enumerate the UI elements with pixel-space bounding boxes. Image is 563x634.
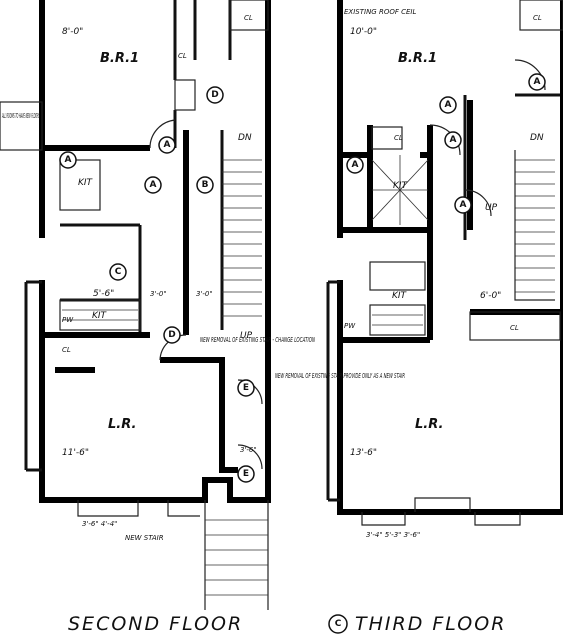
dim-third-br1: 10'-0" xyxy=(350,27,377,37)
third-floor-outer-wall xyxy=(337,0,563,515)
second-kit-label: KIT xyxy=(78,178,94,188)
dim-second-hall-a: 3'-0" xyxy=(150,290,167,298)
dim-second-front: 3'-6" 4'-4" xyxy=(82,520,117,528)
third-bath-walls xyxy=(340,125,433,260)
second-lr-label: L.R. xyxy=(108,417,136,432)
third-pw-label: PW xyxy=(344,322,356,330)
third-bath-label: KIT xyxy=(393,181,409,191)
third-floor-plan xyxy=(326,0,563,526)
third-stair-outline xyxy=(514,150,555,301)
second-dn-label: DN xyxy=(238,133,252,143)
second-floor-bay xyxy=(77,500,200,517)
third-floor-title: THIRD FLOOR xyxy=(355,613,506,634)
lr-top-wall xyxy=(55,357,238,473)
dim-third-front: 3'-4" 5'-3" 3'-6" xyxy=(366,531,420,539)
third-up-label: UP xyxy=(485,203,498,213)
second-floor-closet xyxy=(174,79,196,111)
marker-label: B xyxy=(202,180,209,190)
second-cl-label: CL xyxy=(244,14,253,22)
marker-label: E xyxy=(243,383,249,393)
third-floor-kitchen-fixtures xyxy=(369,261,426,336)
second-floor-markers: A A A B C D D E E xyxy=(59,86,255,483)
second-floor-left-jamb xyxy=(24,280,42,472)
second-floor-kitchen-fixtures xyxy=(59,159,141,331)
second-floor-stair-treads xyxy=(222,159,262,317)
third-hall-wall xyxy=(463,93,560,240)
marker-label: E xyxy=(243,469,249,479)
door-swing xyxy=(464,189,492,217)
door-swing xyxy=(149,119,176,149)
marker-label: A xyxy=(150,180,157,190)
marker-label: A xyxy=(460,200,467,210)
third-cl-label-3: CL xyxy=(510,324,519,332)
third-floor-markers: A A A A A xyxy=(346,73,546,214)
second-floor-title: SECOND FLOOR xyxy=(68,613,243,634)
note-left: ALL ROOMS TO HAVE NEW FLOORS xyxy=(2,112,40,120)
third-br1-label: B.R.1 xyxy=(398,51,437,66)
dim-third-lr: 13'-6" xyxy=(350,448,377,458)
marker-label: D xyxy=(211,90,218,100)
third-bath-tub xyxy=(371,126,403,150)
third-cl-label: CL xyxy=(533,14,542,22)
second-up-label: UP xyxy=(240,331,253,341)
second-floor-closet-2 xyxy=(229,0,269,31)
second-cl-label-2: CL xyxy=(178,52,187,60)
marker-label: A xyxy=(534,77,541,87)
marker-label: A xyxy=(65,155,72,165)
dim-second-br1: 8'-0" xyxy=(62,27,83,37)
note-new-stair: NEW STAIR xyxy=(125,534,164,542)
marker-label: C xyxy=(115,267,122,277)
dim-second-lr: 11'-6" xyxy=(62,448,89,458)
third-cl-label-2: CL xyxy=(394,134,403,142)
third-kitchen-wall xyxy=(340,260,433,343)
note-stair-2: NEW REMOVAL OF EXISTING STAIR PROVIDE ON… xyxy=(275,372,405,380)
second-pw-label: PW xyxy=(62,316,74,324)
second-kit-label-2: KIT xyxy=(92,311,108,321)
second-cl-label-3: CL xyxy=(62,346,71,354)
second-floor-plan xyxy=(0,0,271,610)
dim-second-hall-b: 3'-0" xyxy=(196,290,213,298)
marker-label: A xyxy=(450,135,457,145)
third-floor-stair-treads xyxy=(515,159,555,293)
second-floor-outer-wall xyxy=(39,0,271,503)
third-kit-label: KIT xyxy=(392,291,408,301)
dim-second-bay: 3'-6" xyxy=(240,446,257,454)
second-br1-label: B.R.1 xyxy=(100,51,139,66)
third-floor-front-bay xyxy=(361,497,521,526)
note-third-top: EXISTING ROOF CEIL xyxy=(344,8,416,16)
marker-label: A xyxy=(164,140,171,150)
marker-label: D xyxy=(168,330,175,340)
note-stair: NEW REMOVAL OF EXISTING STAIR - CHANGE L… xyxy=(200,336,315,344)
dim-second-kit: 5'-6" xyxy=(93,289,114,299)
third-bath-tile xyxy=(371,155,429,225)
closet-wall-top xyxy=(193,0,232,60)
third-dn-label: DN xyxy=(530,133,544,143)
marker-label: A xyxy=(352,160,359,170)
third-lr-label: L.R. xyxy=(415,417,443,432)
door-swing xyxy=(237,379,263,405)
third-floor-title-marker xyxy=(328,614,348,634)
door-swing xyxy=(237,444,263,470)
second-floor-entry-stair xyxy=(204,500,269,610)
left-note-box xyxy=(0,101,43,151)
third-floor-top-closet xyxy=(519,0,563,31)
third-floor-left-jamb xyxy=(326,280,340,502)
dim-third-kit: 6'-0" xyxy=(480,291,501,301)
marker-label: A xyxy=(445,100,452,110)
third-floor-title-marker-label: C xyxy=(335,619,342,629)
third-floor-cl-closet xyxy=(469,311,561,341)
